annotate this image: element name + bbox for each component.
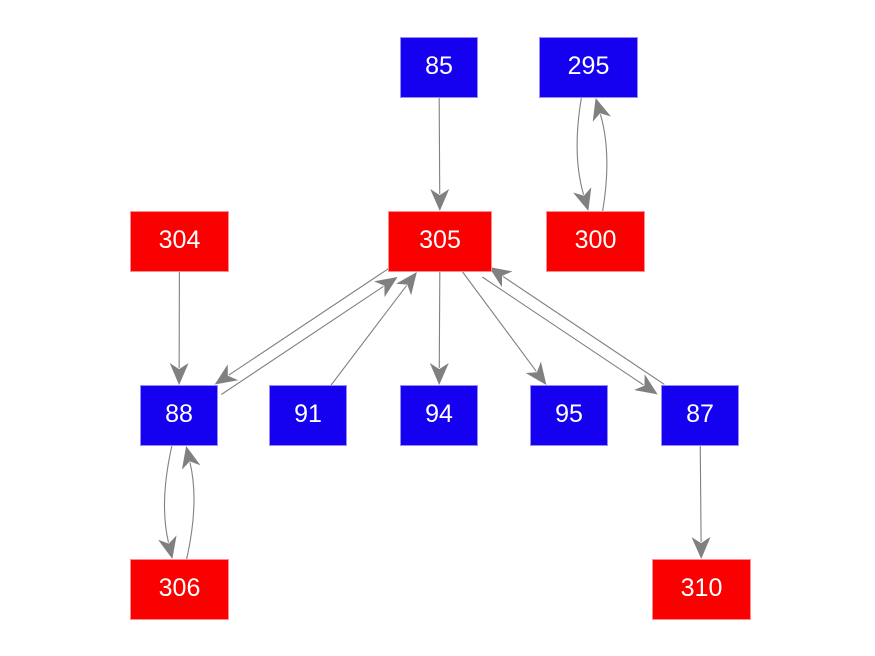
graph-edge-88-to-306-arrowhead: [158, 535, 177, 559]
graph-node-310[interactable]: 310: [652, 559, 751, 620]
graph-node-label: 304: [158, 226, 201, 254]
graph-edge-305-to-87: [481, 276, 644, 386]
graph-edge-88-to-305-arrowhead: [374, 276, 398, 298]
graph-node-label: 94: [425, 400, 453, 428]
graph-node-label: 85: [425, 52, 453, 80]
graph-node-91[interactable]: 91: [269, 385, 347, 446]
graph-edge-305-to-94: [438, 271, 441, 369]
graph-node-306[interactable]: 306: [130, 559, 229, 620]
graph-node-label: 95: [555, 400, 583, 428]
graph-edge-88-to-306: [163, 445, 173, 543]
graph-node-295[interactable]: 295: [539, 37, 638, 98]
graph-edge-305-to-94-arrowhead: [429, 362, 449, 385]
graph-edge-305-to-95: [462, 271, 537, 372]
graph-edge-87-to-305-arrowhead: [488, 267, 513, 288]
graph-node-88[interactable]: 88: [140, 385, 218, 446]
graph-node-95[interactable]: 95: [530, 385, 608, 446]
graph-node-label: 306: [158, 574, 201, 602]
graph-edge-306-to-88-arrowhead: [181, 446, 201, 470]
graph-node-87[interactable]: 87: [661, 385, 739, 446]
graph-edge-304-to-88-arrowhead: [169, 362, 189, 385]
graph-node-304[interactable]: 304: [130, 211, 229, 272]
graph-edge-306-to-88: [186, 462, 195, 560]
graph-edge-305-to-95-arrowhead: [525, 361, 547, 385]
graph-edge-300-to-295: [599, 114, 608, 212]
graph-edge-87-to-310-arrowhead: [691, 536, 711, 559]
graph-node-305[interactable]: 305: [388, 211, 492, 272]
graph-edge-87-to-305: [502, 276, 665, 385]
graph-node-300[interactable]: 300: [546, 211, 645, 272]
graph-edge-305-to-87-arrowhead: [634, 374, 658, 395]
graph-edge-295-to-300: [576, 97, 585, 195]
graph-node-label: 88: [165, 400, 193, 428]
graph-edge-305-to-88: [228, 266, 392, 376]
graph-edge-300-to-295-arrowhead: [592, 98, 611, 122]
graph-node-label: 87: [686, 400, 714, 428]
graph-node-85[interactable]: 85: [400, 37, 478, 98]
graph-edge-88-to-305: [221, 285, 384, 395]
graph-node-label: 310: [680, 574, 723, 602]
graph-edge-91-to-305: [330, 285, 408, 386]
graph-node-94[interactable]: 94: [400, 385, 478, 446]
graph-node-label: 295: [567, 52, 610, 80]
graph-edge-91-to-305-arrowhead: [396, 272, 417, 296]
graph-node-label: 300: [574, 226, 617, 254]
graph-edge-85-to-305-arrowhead: [430, 188, 450, 211]
graph-edge-305-to-88-arrowhead: [214, 364, 239, 385]
graph-node-label: 91: [294, 400, 322, 428]
graph-edge-295-to-300-arrowhead: [573, 187, 592, 211]
graph-edge-87-to-310: [699, 445, 702, 543]
graph-edge-85-to-305: [438, 97, 441, 195]
graph-node-label: 305: [419, 226, 461, 254]
